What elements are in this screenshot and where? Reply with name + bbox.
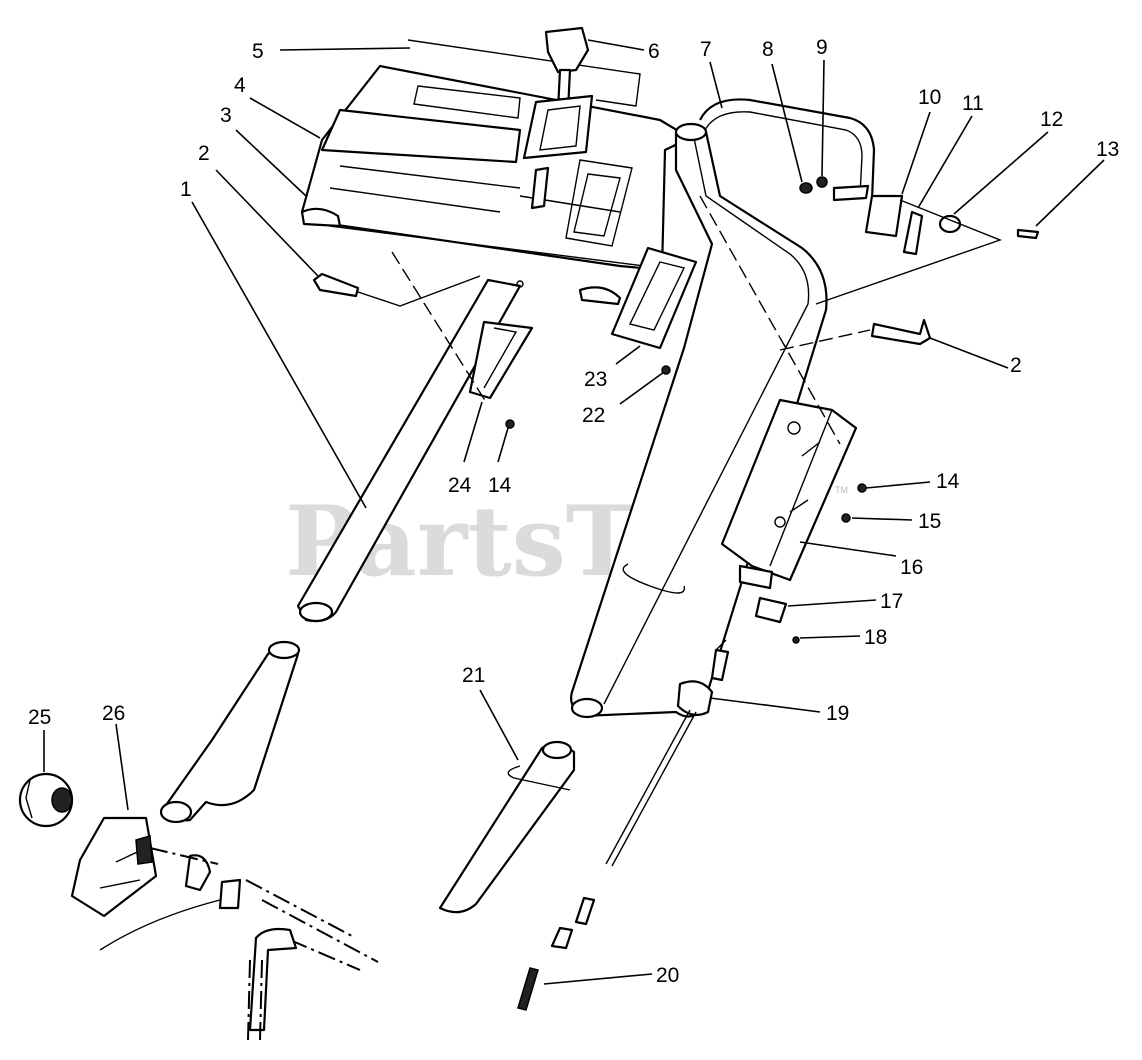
callout-4: 4 — [234, 74, 246, 97]
assembly-axis-line — [391, 251, 487, 403]
callout-24: 24 — [448, 474, 472, 497]
callout-15: 15 — [918, 510, 941, 533]
upper-handle-bail — [699, 98, 876, 201]
clip — [754, 596, 788, 624]
callout-25: 25 — [28, 706, 51, 729]
callout-5: 5 — [252, 40, 264, 63]
callout-numbers: 1 2 3 4 5 6 7 8 9 10 11 12 13 2 14 15 16… — [28, 36, 1119, 987]
latch-hardware — [799, 176, 1040, 305]
callout-7: 7 — [700, 38, 712, 61]
bracket-23 — [610, 246, 698, 350]
handle-bracket — [70, 816, 158, 918]
callout-6: 6 — [648, 40, 660, 63]
callout-14-left: 14 — [488, 474, 512, 497]
callout-8: 8 — [762, 38, 774, 61]
mower-deck-outline — [99, 847, 379, 1041]
callout-26: 26 — [102, 702, 125, 725]
callout-2-left: 2 — [198, 142, 210, 165]
callout-11: 11 — [962, 92, 984, 115]
shift-lever — [522, 26, 594, 210]
callout-20: 20 — [656, 964, 679, 987]
lower-handle-tube-left — [159, 640, 301, 824]
knob — [18, 772, 74, 828]
callout-17: 17 — [880, 590, 903, 613]
callout-9: 9 — [816, 36, 828, 59]
watermark-trademark: TM — [835, 485, 848, 495]
callout-2-right: 2 — [1010, 354, 1022, 377]
callout-14-right: 14 — [936, 470, 960, 493]
control-housing — [300, 39, 692, 306]
screws — [505, 365, 867, 644]
callout-1: 1 — [180, 178, 192, 201]
leader-lines — [43, 39, 1105, 985]
lower-handle-tube-center — [438, 740, 576, 914]
callout-19: 19 — [826, 702, 849, 725]
bracket-24 — [468, 320, 534, 400]
callout-16: 16 — [900, 556, 923, 579]
callout-13: 13 — [1096, 138, 1119, 161]
callout-3: 3 — [220, 104, 232, 127]
wire-clip — [507, 563, 686, 791]
control-cover — [720, 398, 858, 590]
left-handle-tube — [296, 278, 522, 623]
callout-23: 23 — [584, 368, 607, 391]
callout-18: 18 — [864, 626, 887, 649]
assembly-axis-line-2 — [699, 195, 841, 445]
callout-10: 10 — [918, 86, 941, 109]
shift-rod-assembly — [517, 639, 730, 1011]
callout-12: 12 — [1040, 108, 1063, 131]
callout-21: 21 — [462, 664, 485, 687]
bolt-left — [312, 272, 481, 307]
callout-22: 22 — [582, 404, 605, 427]
